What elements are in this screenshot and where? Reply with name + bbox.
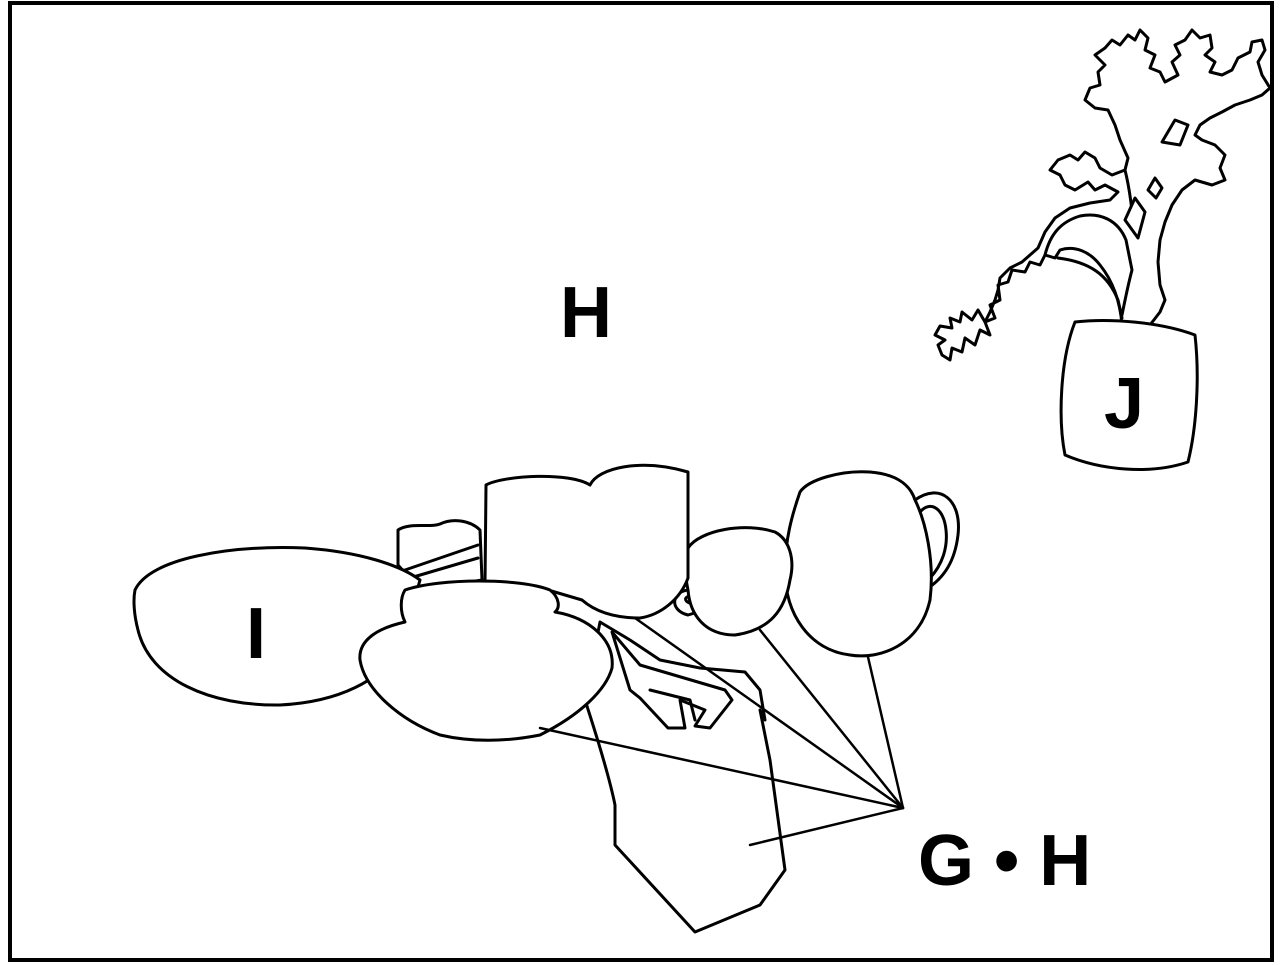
canister <box>483 463 690 620</box>
utensil <box>610 630 734 730</box>
utensil-slot <box>648 688 697 722</box>
leaf-hole-2 <box>1146 176 1164 200</box>
potted-plant: J <box>933 28 1272 471</box>
leaf-hole-1 <box>1160 118 1190 147</box>
bowl-label: I <box>246 594 266 674</box>
leaf-hole-3 <box>1123 196 1147 240</box>
cup <box>673 526 794 637</box>
objects-group-label: G • H <box>918 821 1091 901</box>
pitcher-body <box>783 470 933 658</box>
leader-to-cup <box>758 628 905 810</box>
cup-body <box>683 526 794 637</box>
drapery-cloth <box>583 620 787 934</box>
pot-label: J <box>1104 364 1144 444</box>
plant-pot <box>1059 319 1199 471</box>
frame-border <box>8 1 1274 962</box>
leader-to-pitcher <box>866 655 905 810</box>
small-box-body <box>396 519 484 592</box>
background-label: H <box>560 273 612 353</box>
round-jar <box>358 579 614 742</box>
small-box <box>396 519 484 592</box>
plant-foliage <box>933 28 1272 362</box>
leader-lines <box>538 616 905 847</box>
leader-to-jar <box>538 726 905 810</box>
leader-to-cloth <box>748 806 905 847</box>
leader-to-canister <box>633 616 905 810</box>
pitcher <box>783 470 960 658</box>
plant-branch-inner-2 <box>1056 256 1124 320</box>
plant-branch-inner <box>1043 213 1134 317</box>
small-box-stripe <box>403 543 480 580</box>
